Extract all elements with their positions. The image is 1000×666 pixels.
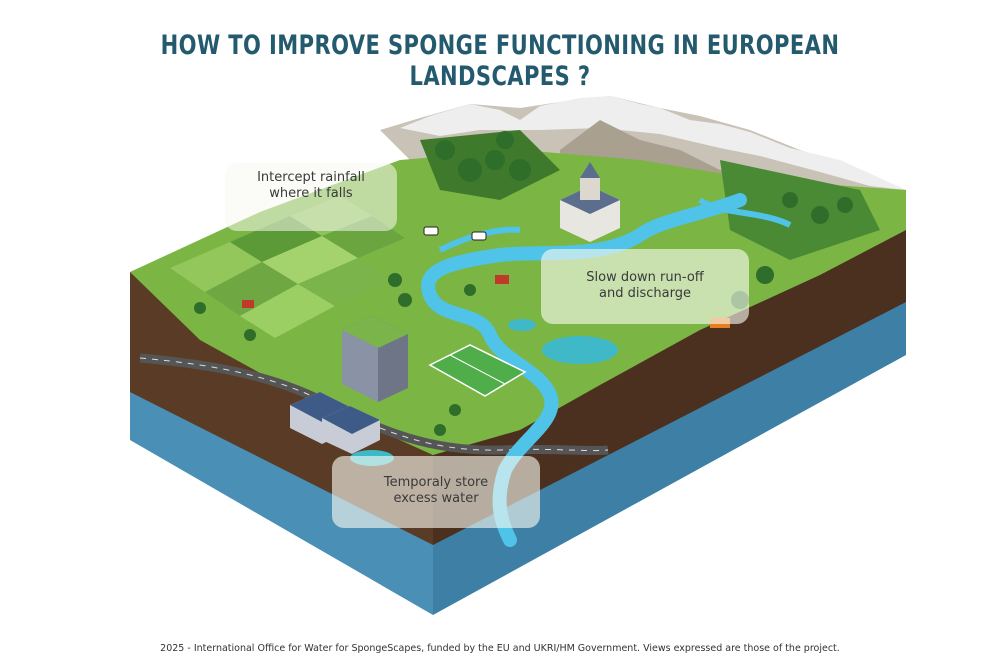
pond-2 <box>508 319 536 331</box>
church <box>560 162 620 242</box>
football-pitch <box>428 344 527 397</box>
road-marking <box>139 357 609 452</box>
river-upper <box>698 197 792 228</box>
trees <box>194 131 853 436</box>
callout-slow-down-runoff: Slow down run-off and discharge <box>541 249 749 324</box>
houses <box>290 392 380 454</box>
river <box>421 193 747 547</box>
callout-slowdown-line2: and discharge <box>599 286 691 301</box>
mountain-snow <box>400 96 906 190</box>
callout-intercept-line1: Intercept rainfall <box>257 170 365 185</box>
callout-intercept-line2: where it falls <box>269 186 353 201</box>
pond-1 <box>542 336 618 364</box>
callout-temporarily-store: Temporaly store excess water <box>332 456 540 528</box>
office-building <box>342 316 408 402</box>
callout-store-line2: excess water <box>393 491 479 506</box>
block-left-water-side <box>130 390 433 615</box>
block-right-water-side <box>433 300 906 615</box>
footer-credit: 2025 - International Office for Water fo… <box>160 643 840 654</box>
callout-store-line1: Temporaly store <box>383 475 489 490</box>
cows <box>423 226 487 241</box>
callout-intercept-rainfall: Intercept rainfall where it falls <box>225 163 397 231</box>
forest-right <box>720 160 880 260</box>
pitch-line <box>449 354 506 385</box>
callout-slowdown-line1: Slow down run-off <box>586 270 704 285</box>
page-title: HOW TO IMPROVE SPONGE FUNCTIONING IN EUR… <box>160 30 840 92</box>
